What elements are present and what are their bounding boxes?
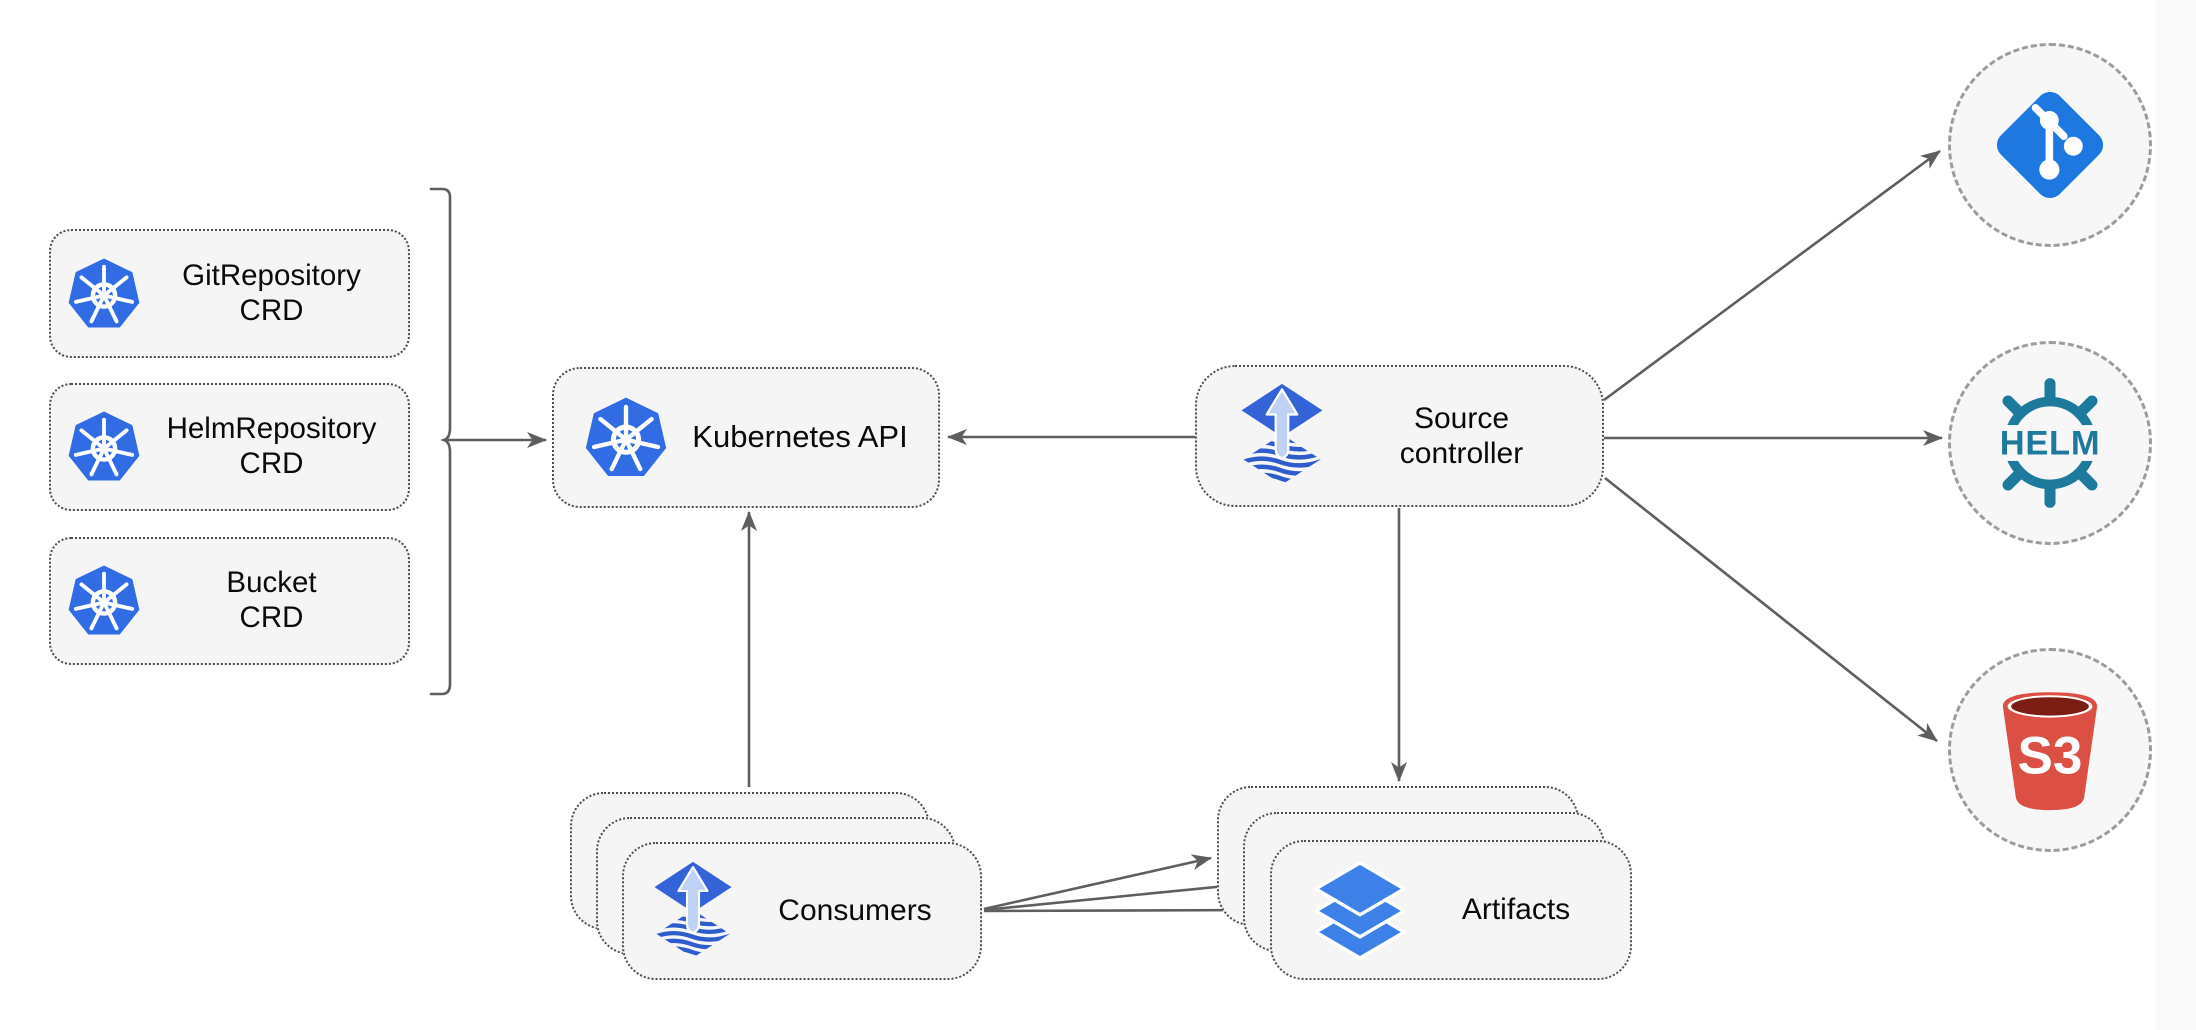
arrow-source-controller-to-git xyxy=(1603,149,1941,402)
kubernetes-icon xyxy=(67,257,141,331)
node-label-line1: Bucket xyxy=(226,566,317,600)
node-label-line2: CRD xyxy=(239,447,304,480)
s3-bucket-icon: S3 xyxy=(1991,684,2109,816)
s3-logo-text: S3 xyxy=(2018,727,2083,786)
node-source-controller: Source controller xyxy=(1195,365,1604,507)
node-label: Source controller xyxy=(1327,401,1602,472)
node-label-line2: CRD xyxy=(239,601,304,634)
git-icon xyxy=(1987,82,2113,208)
node-label: GitRepository CRD xyxy=(141,259,408,329)
node-label: Kubernetes API xyxy=(692,419,908,455)
kubernetes-icon xyxy=(584,396,668,480)
node-label-line2: controller xyxy=(1399,437,1524,470)
node-consumers: Consumers xyxy=(622,842,982,980)
kubernetes-icon xyxy=(67,564,141,638)
node-bucket-crd: Bucket CRD xyxy=(49,537,410,665)
arrow-consumers-to-artifacts-middle xyxy=(983,878,1237,912)
external-git-repository xyxy=(1948,43,2152,247)
external-helm-repository: HELM xyxy=(1948,341,2152,545)
helm-icon: HELM xyxy=(1981,374,2119,512)
node-label-line1: Source xyxy=(1413,401,1510,435)
node-label: HelmRepository CRD xyxy=(141,412,408,482)
node-kubernetes-api: Kubernetes API xyxy=(552,367,940,508)
node-label-line2: CRD xyxy=(239,293,304,327)
node-helmrepository-crd: HelmRepository CRD xyxy=(49,383,410,511)
node-gitrepository-crd: GitRepository CRD xyxy=(49,229,410,358)
arrow-consumers-to-artifacts-back xyxy=(983,854,1212,911)
flux-source-icon xyxy=(650,861,736,962)
node-label: Bucket CRD xyxy=(141,566,408,636)
node-label-line1: GitRepository xyxy=(182,258,361,292)
node-label: Artifacts xyxy=(1461,893,1571,927)
arrow-source-controller-to-s3 xyxy=(1604,476,1938,743)
node-label-line1: HelmRepository xyxy=(166,412,377,446)
helm-logo-text: HELM xyxy=(2000,425,2101,463)
page-edge-strip xyxy=(2156,0,2196,1030)
flux-source-icon xyxy=(1237,383,1327,489)
crd-group-bracket xyxy=(429,187,452,696)
node-label: Consumers xyxy=(778,894,932,928)
arrow-consumers-to-artifacts-front xyxy=(983,902,1262,919)
kubernetes-icon xyxy=(67,410,141,484)
layers-icon xyxy=(1312,860,1408,960)
node-artifacts: Artifacts xyxy=(1270,840,1632,980)
external-s3-bucket: S3 xyxy=(1948,648,2152,852)
